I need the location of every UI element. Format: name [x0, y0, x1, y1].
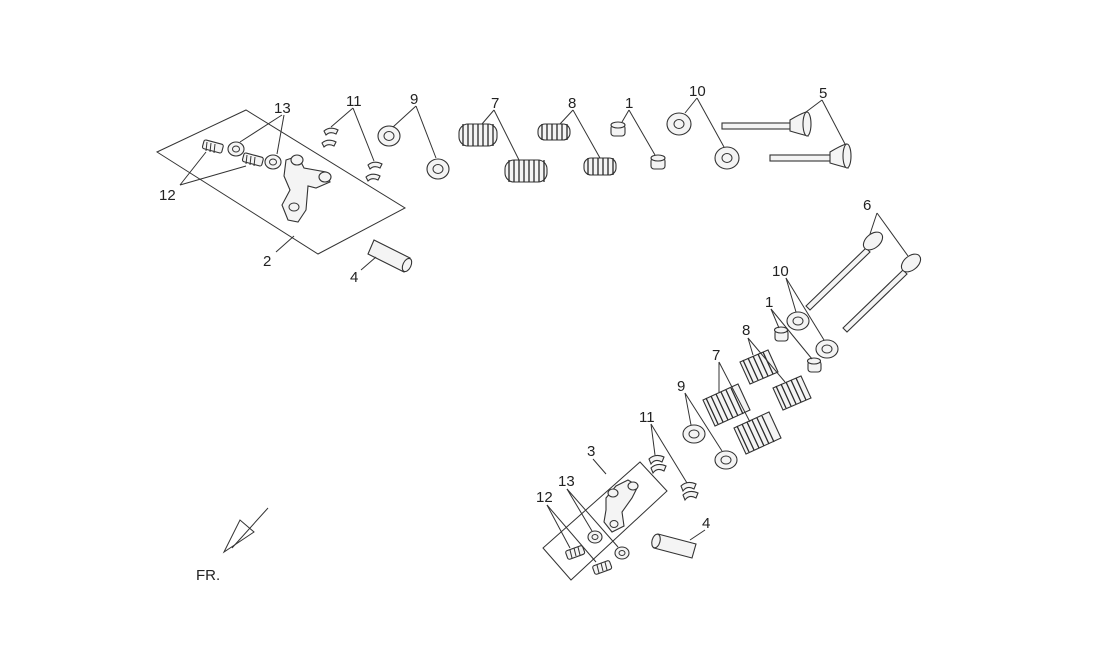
upper-retainer-2 [426, 158, 450, 180]
upper-rocker-shaft [367, 239, 413, 273]
upper-spring-seat-2 [714, 146, 740, 170]
lower-valve-seal-1 [773, 326, 789, 342]
lower-callout-11: 11 [639, 409, 655, 426]
upper-leader-lines [179, 97, 846, 271]
upper-valve-1 [721, 111, 812, 137]
front-direction-arrow: FR. [196, 507, 269, 584]
upper-callout-12: 12 [159, 187, 176, 204]
lower-callout-3: 3 [587, 443, 595, 460]
lower-outer-spring-2 [733, 411, 782, 455]
lower-callout-7: 7 [712, 347, 720, 364]
lower-callout-10: 10 [772, 263, 789, 280]
upper-valve-seal-2 [650, 154, 666, 170]
lower-callout-8: 8 [742, 322, 750, 339]
lower-nut-1 [587, 530, 603, 544]
lower-stud-1 [565, 545, 586, 560]
lower-callout-9: 9 [677, 378, 685, 395]
upper-inner-spring-1 [537, 123, 571, 141]
lower-rocker-plate [542, 461, 668, 581]
upper-stud-1 [201, 139, 224, 154]
lower-inner-spring-1 [739, 349, 779, 385]
lower-spring-seat-1 [786, 311, 810, 331]
lower-callout-13: 13 [558, 473, 575, 490]
upper-callout-1: 1 [625, 95, 633, 112]
upper-callout-13: 13 [274, 100, 291, 117]
lower-retainer-2 [714, 450, 738, 470]
upper-callout-2: 2 [263, 253, 271, 270]
lower-leader-lines [546, 212, 909, 563]
lower-stud-2 [592, 560, 613, 575]
upper-rocker-plate [155, 109, 407, 255]
lower-valve-group: 6 10 1 8 7 9 11 3 13 12 4 [536, 197, 922, 581]
lower-rocker-arm [603, 479, 639, 533]
lower-nut-2 [614, 546, 630, 560]
upper-valve-group: 13 12 11 9 7 8 1 10 5 2 4 [155, 83, 852, 286]
lower-rocker-shaft [651, 533, 697, 559]
lower-retainer-1 [682, 424, 706, 444]
lower-valve-2 [842, 253, 922, 333]
upper-cotter-1 [321, 127, 339, 148]
upper-nut-2 [264, 154, 282, 170]
lower-valve-1 [805, 231, 884, 311]
lower-cotter-1 [648, 454, 667, 475]
lower-cotter-2 [680, 481, 699, 502]
upper-cotter-2 [365, 161, 383, 182]
upper-retainer-1 [377, 125, 401, 147]
upper-valve-seal-1 [610, 121, 626, 137]
upper-callout-5: 5 [819, 85, 827, 102]
upper-callout-4: 4 [350, 269, 358, 286]
upper-spring-seat-1 [666, 112, 692, 136]
lower-spring-seat-2 [815, 339, 839, 359]
lower-callout-12: 12 [536, 489, 553, 506]
upper-outer-spring-1 [458, 123, 498, 147]
upper-rocker-arm [281, 154, 332, 223]
lower-valve-seal-2 [806, 357, 822, 373]
upper-callout-10: 10 [689, 83, 706, 100]
upper-valve-2 [769, 143, 852, 169]
lower-outer-spring-1 [702, 383, 751, 427]
upper-nut-1 [227, 141, 245, 157]
lower-callout-6: 6 [863, 197, 871, 214]
lower-inner-spring-2 [772, 375, 812, 411]
direction-label: FR. [196, 567, 220, 584]
upper-stud-2 [241, 152, 264, 167]
upper-outer-spring-2 [504, 159, 548, 183]
upper-callout-9: 9 [410, 91, 418, 108]
upper-inner-spring-2 [583, 157, 617, 176]
upper-callout-8: 8 [568, 95, 576, 112]
lower-callout-4: 4 [702, 515, 710, 532]
upper-callout-11: 11 [346, 93, 362, 110]
lower-callout-1: 1 [765, 294, 773, 311]
upper-callout-7: 7 [491, 95, 499, 112]
